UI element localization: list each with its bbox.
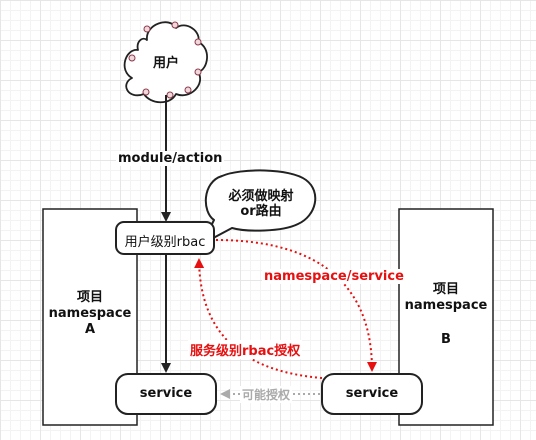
edge-label-module-action: module/action	[116, 151, 225, 166]
user-rbac-label: 用户级别rbac	[124, 235, 206, 250]
callout-bubble	[201, 169, 317, 245]
service-a-label: service	[139, 386, 193, 401]
edge-label-can-authorize: 可能授权	[240, 386, 293, 403]
project-b-line-1: 项目	[432, 282, 459, 297]
edge-namespace-service	[215, 239, 377, 372]
project-a-label: 项目 namespace A	[43, 290, 137, 338]
service-b-label: service	[345, 386, 399, 401]
service-b-node	[321, 373, 423, 415]
edge-label-namespace-service: namespace/service	[262, 269, 406, 284]
project-a-line-1: 项目	[76, 290, 103, 305]
callout-line-2: or路由	[240, 204, 282, 219]
project-b-label: 项目 namespace B	[399, 282, 493, 348]
callout-text: 必须做映射 or路由	[215, 189, 307, 219]
callout-line-1: 必须做映射	[228, 189, 294, 204]
cloud-control-points	[128, 21, 202, 99]
user-cloud	[123, 21, 208, 104]
user-label: 用户	[152, 56, 179, 71]
project-a-line-2: namespace	[48, 306, 132, 321]
service-a-node	[115, 373, 217, 415]
project-a-line-3: A	[84, 322, 96, 337]
project-b-line-2: namespace	[404, 298, 488, 313]
project-b-line-3: B	[441, 332, 451, 347]
user-rbac-node	[115, 221, 215, 255]
edge-label-service-rbac-auth: 服务级别rbac授权	[188, 340, 303, 359]
